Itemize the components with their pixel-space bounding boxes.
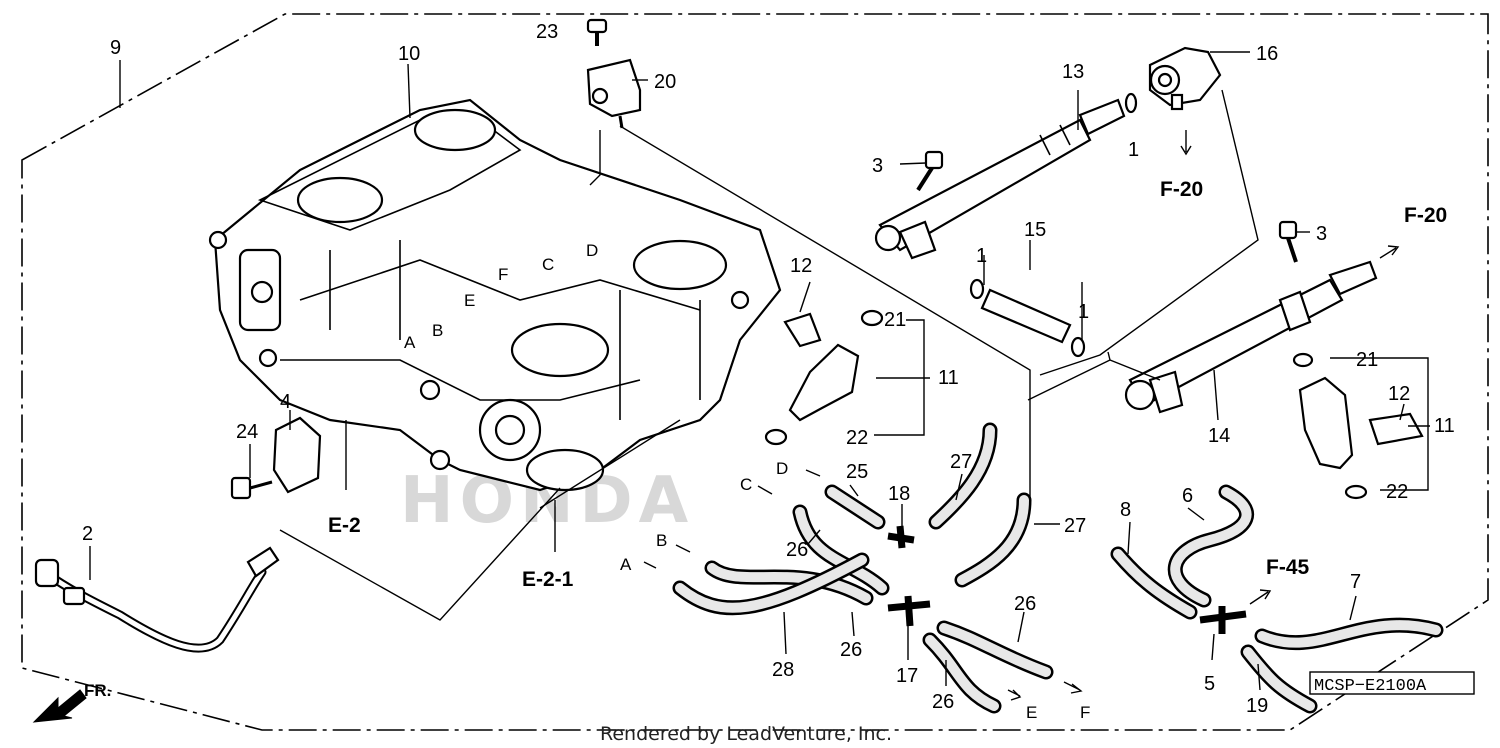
part-label-26c: 26 [932, 691, 954, 713]
part-label-15: 15 [1024, 219, 1046, 241]
ref-e21[interactable]: E-2-1 [522, 568, 574, 591]
part-label-19: 19 [1246, 695, 1268, 717]
bolt-part [230, 476, 273, 500]
front-direction-label: FR. [84, 681, 111, 700]
hose-letter-d: D [776, 459, 788, 478]
injector-lower [1292, 352, 1368, 500]
part-label-20: 20 [654, 71, 676, 93]
part-label-21a: 21 [884, 309, 906, 331]
diagram-code: MCSP−E2100A [1314, 677, 1427, 696]
part-label-6: 6 [1182, 485, 1193, 507]
sensor-bracket-part [272, 416, 322, 494]
pressure-regulator-part [1148, 46, 1222, 111]
part-label-3b: 3 [1316, 223, 1327, 245]
o-ring [1070, 336, 1086, 358]
hose-letter-c: C [740, 475, 752, 494]
part-label-27a: 27 [950, 451, 972, 473]
part-label-10: 10 [398, 43, 420, 65]
part-label-21b: 21 [1356, 349, 1378, 371]
part-label-9: 9 [110, 37, 121, 59]
part-label-1a: 1 [1128, 139, 1139, 161]
throttle-body-assembly [208, 98, 782, 492]
diagram-code-box [1309, 671, 1475, 695]
part-label-1b: 1 [976, 245, 987, 267]
part-number-labels: 9 10 23 20 13 16 1 3 15 1 1 3 12 21 11 2… [82, 21, 1455, 717]
footer-credit: Rendered by LeadVenture, Inc. [600, 723, 892, 745]
part-label-28: 28 [772, 659, 794, 681]
part-label-25: 25 [846, 461, 868, 483]
part-label-22a: 22 [846, 427, 868, 449]
hose-letter-c-top: C [542, 255, 554, 274]
hose-letter-e-top: E [464, 291, 475, 310]
part-label-14: 14 [1208, 425, 1230, 447]
bolt-3-lower [1278, 220, 1298, 263]
clip-lower [1368, 412, 1424, 446]
ref-f45[interactable]: F-45 [1266, 556, 1310, 579]
hose-letter-f: F [1080, 703, 1090, 722]
joint-5 [1199, 606, 1247, 634]
hose-letter-f-top: F [498, 265, 508, 284]
part-label-11a: 11 [938, 367, 959, 389]
hose-letter-b-top: B [432, 321, 443, 340]
hose-letter-b: B [656, 531, 667, 550]
o-ring [969, 278, 985, 300]
hose-letter-a-top: A [404, 333, 416, 352]
part-label-23: 23 [536, 21, 558, 43]
o-ring [1124, 92, 1138, 114]
fuel-rail-lower [1124, 260, 1378, 414]
ref-f20-upper[interactable]: F-20 [1160, 178, 1203, 201]
part-label-1c: 1 [1078, 301, 1089, 323]
part-label-17: 17 [896, 665, 918, 687]
throttle-cable-part [34, 546, 280, 653]
part-label-26a: 26 [786, 539, 808, 561]
part-label-18: 18 [888, 483, 910, 505]
part-label-12b: 12 [1388, 383, 1410, 405]
part-label-4: 4 [280, 391, 291, 413]
part-label-12a: 12 [790, 255, 812, 277]
part-label-24: 24 [236, 421, 258, 443]
joint-17 [887, 595, 931, 627]
joint-18 [887, 525, 915, 549]
injector-upper [764, 309, 884, 446]
clip-upper [783, 312, 822, 348]
front-direction-arrow [32, 689, 87, 723]
part-label-27b: 27 [1064, 515, 1086, 537]
hose-letter-d-top: D [586, 241, 598, 260]
ref-e2[interactable]: E-2 [328, 514, 361, 537]
sensor-part [586, 58, 642, 129]
part-label-16: 16 [1256, 43, 1278, 65]
hose-letter-a: A [620, 555, 632, 574]
fuel-rail-upper [874, 98, 1126, 260]
leader-lines [89, 51, 1430, 691]
part-label-26d: 26 [1014, 593, 1036, 615]
part-label-13: 13 [1062, 61, 1084, 83]
joint-pipe-part [980, 288, 1072, 344]
bolt-23-part [586, 18, 608, 46]
assembly-boundary [21, 13, 1489, 731]
ref-f20-right[interactable]: F-20 [1404, 204, 1447, 227]
part-label-8: 8 [1120, 499, 1131, 521]
bolt-3-upper [916, 150, 944, 192]
hose-letters: D C F E B A D C B A E F [404, 241, 1090, 722]
part-label-22b: 22 [1386, 481, 1408, 503]
part-label-7: 7 [1350, 571, 1361, 593]
part-label-26b: 26 [840, 639, 862, 661]
hose-group [672, 422, 1444, 714]
part-label-2: 2 [82, 523, 93, 545]
hose-letter-e: E [1026, 703, 1037, 722]
part-label-3a: 3 [872, 155, 883, 177]
part-label-5: 5 [1204, 673, 1215, 695]
part-label-11b: 11 [1434, 415, 1455, 437]
flow-arrows [643, 130, 1400, 701]
